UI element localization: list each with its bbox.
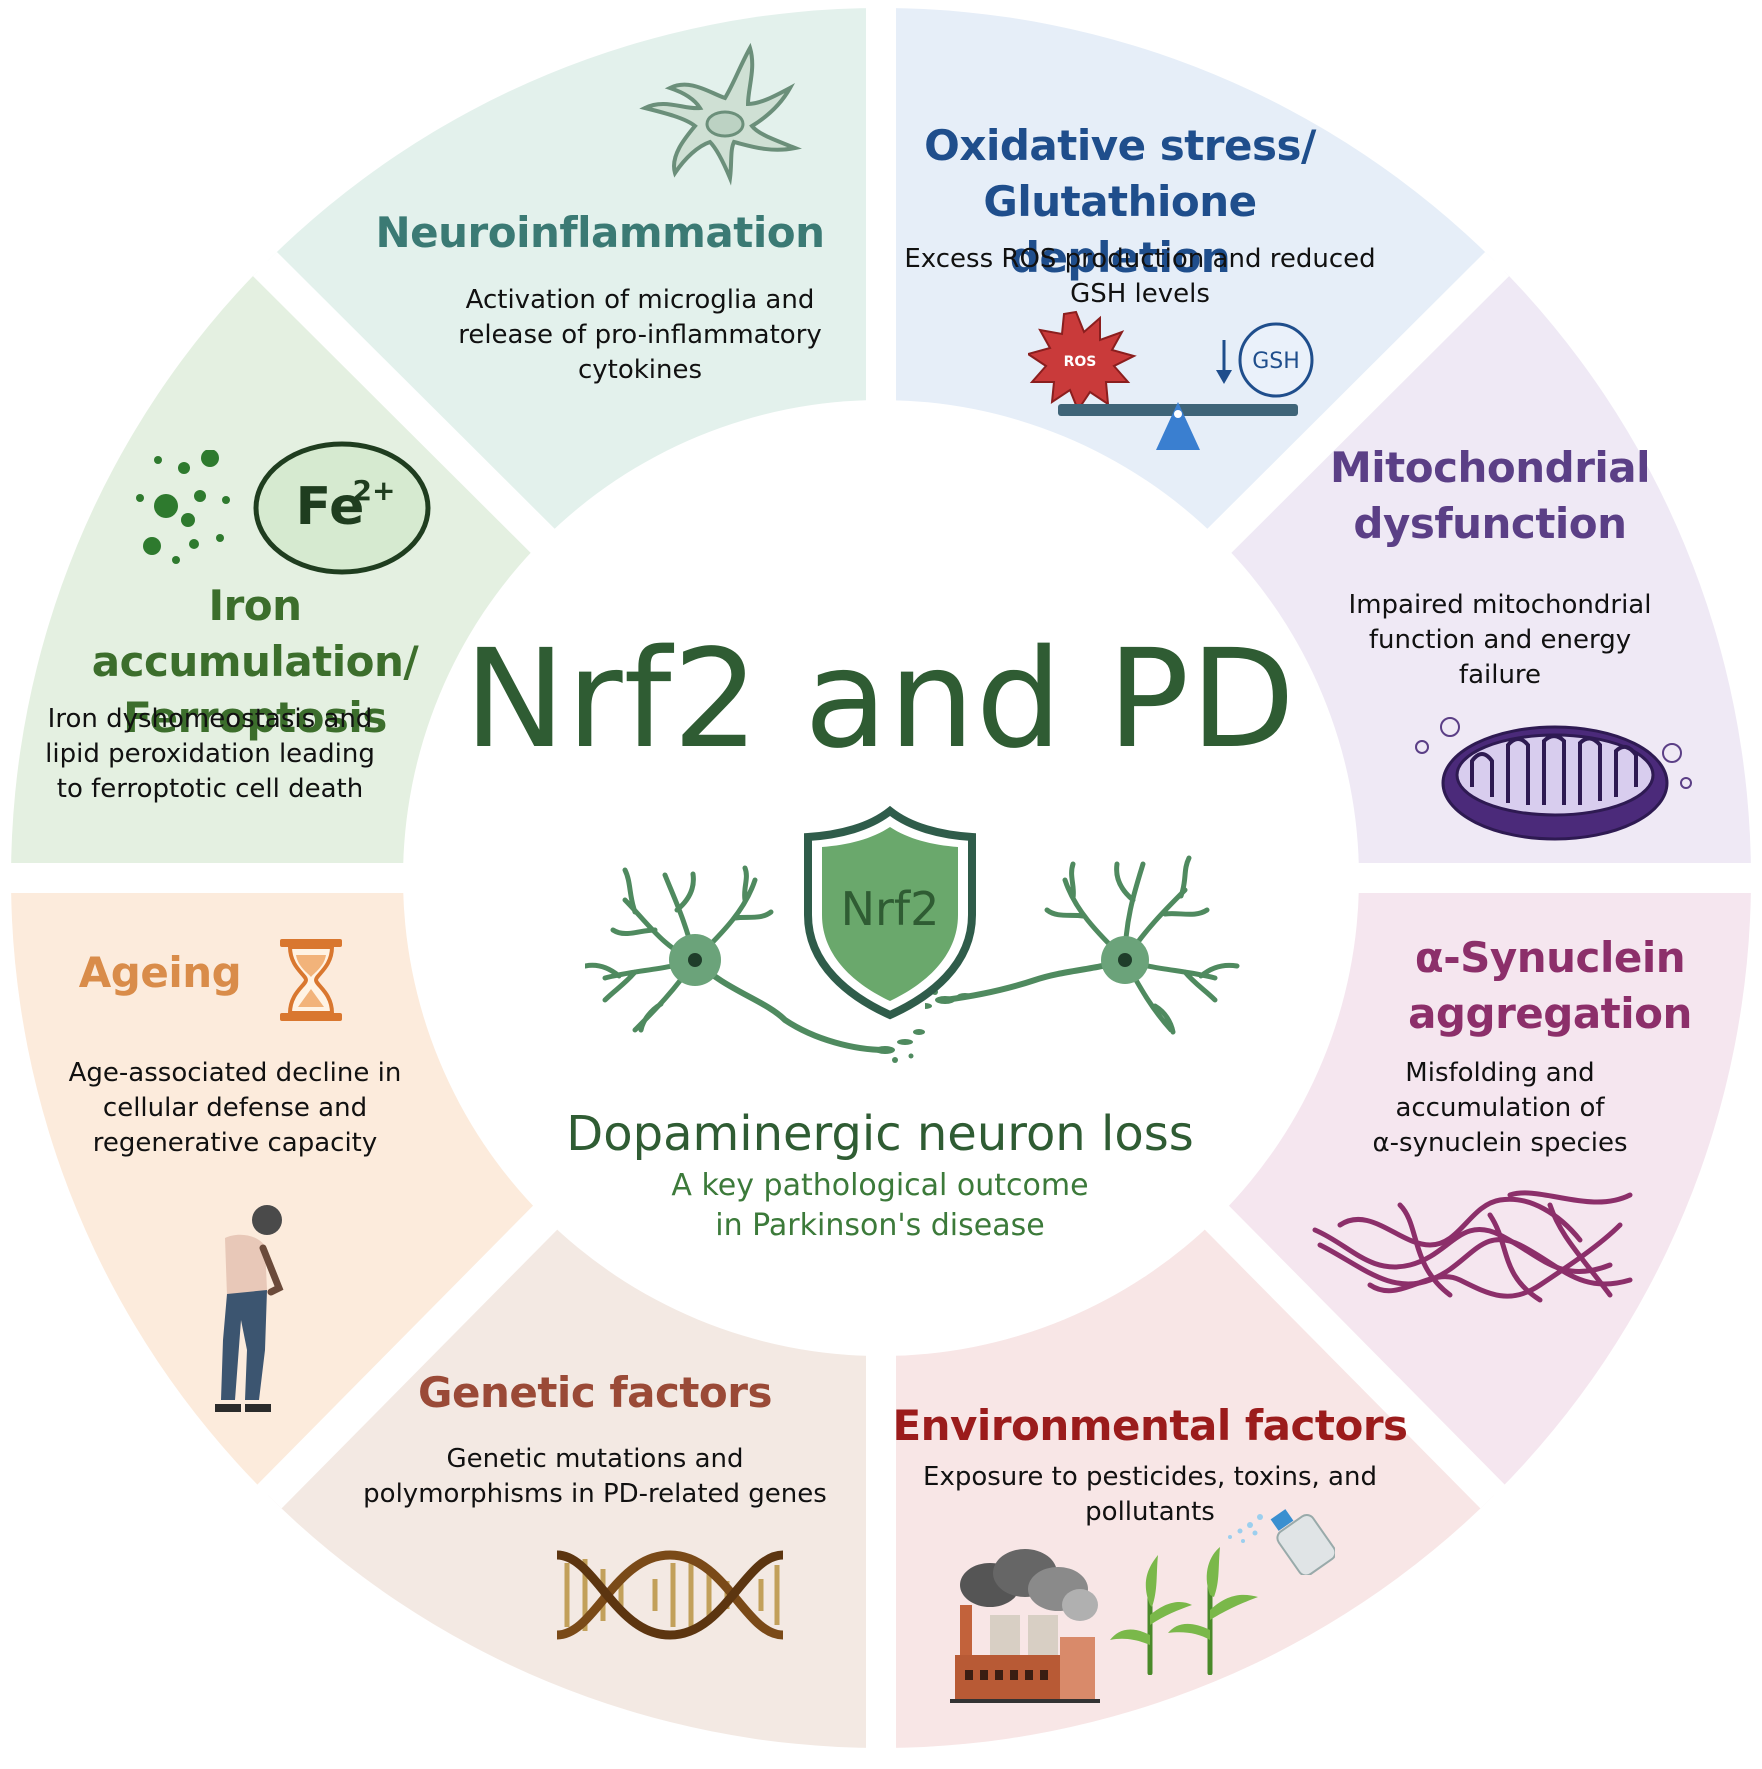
oxidative-title: Oxidative stress/ Glutathione depletion [890, 118, 1350, 286]
neuroinflammation-desc: Activation of microglia and release of p… [440, 283, 840, 388]
ageing-desc: Age-associated decline in cellular defen… [55, 1056, 415, 1161]
title-line: dysfunction [1353, 499, 1627, 548]
title-line: α-Synuclein [1414, 933, 1686, 982]
hourglass-icon [280, 939, 342, 1021]
title-line: aggregation [1408, 989, 1692, 1038]
desc-line: accumulation of [1395, 1093, 1605, 1123]
desc-line: Exposure to pesticides, toxins, and [923, 1462, 1377, 1492]
elderly-person-icon [215, 1205, 284, 1412]
neuroinflammation-title: Neuroinflammation [375, 208, 825, 257]
segment-environmental-bg [896, 878, 1751, 1748]
title-line: Glutathione depletion [983, 177, 1257, 282]
environmental-title: Environmental factors [892, 1401, 1408, 1450]
balance-scale-icon: ROS GSH [1028, 310, 1314, 450]
segment-neuroinflammation-bg [11, 8, 866, 878]
desc-line: polymorphisms in PD-related genes [363, 1479, 827, 1509]
mitochondrial-title: Mitochondrial dysfunction [1300, 440, 1680, 552]
genetic-title: Genetic factors [418, 1368, 773, 1417]
subtitle-line: A key pathological outcome [671, 1168, 1089, 1203]
segment-mitochondrial-bg [881, 8, 1751, 863]
title-line: Mitochondrial [1329, 443, 1651, 492]
title-line: Iron accumulation/ [91, 581, 419, 686]
desc-line: lipid peroxidation leading [45, 739, 375, 769]
synuclein-title: α-Synuclein aggregation [1360, 930, 1740, 1042]
desc-line: to ferroptotic cell death [56, 774, 364, 804]
iron-title: Iron accumulation/ Ferroptosis [40, 578, 470, 746]
ageing-title: Ageing [78, 948, 242, 997]
fe-label: Fe [296, 477, 365, 537]
crop-plants-icon [1110, 1547, 1258, 1675]
factory-pollution-icon [950, 1549, 1100, 1703]
desc-line: pollutants [1085, 1497, 1215, 1527]
main-title: Nrf2 and PD [463, 621, 1297, 779]
synuclein-fibril-icon [1312, 1190, 1633, 1303]
iron-desc: Iron dyshomeostasis and lipid peroxidati… [30, 702, 390, 807]
desc-line: Iron dyshomeostasis and [47, 704, 373, 734]
fe-ion-icon: Fe 2+ [253, 441, 431, 575]
desc-line: function and energy [1368, 625, 1632, 655]
desc-line: α-synuclein species [1372, 1128, 1628, 1158]
desc-line: Genetic mutations and [446, 1444, 744, 1474]
segment-ageing-bg [11, 893, 881, 1748]
outcome-title: Dopaminergic neuron loss [566, 1106, 1194, 1162]
gsh-label: GSH [1252, 349, 1300, 374]
microglia-icon [639, 42, 802, 186]
neuron-right-icon [925, 855, 1240, 1035]
desc-line: Excess ROS production and reduced [904, 244, 1376, 274]
title-line: Oxidative stress/ [924, 121, 1316, 170]
desc-line: Activation of microglia and [465, 285, 815, 315]
desc-line: cytokines [577, 355, 703, 385]
desc-line: regenerative capacity [92, 1128, 378, 1158]
segment-oxidative-bg [896, 8, 1751, 878]
pesticide-spray-icon [1228, 1509, 1335, 1575]
fe-charge: 2+ [353, 474, 396, 507]
dna-helix-icon [556, 1550, 784, 1640]
shield-label: Nrf2 [841, 882, 940, 936]
title-line: Ferroptosis [123, 693, 387, 742]
segment-synuclein-bg [881, 893, 1751, 1748]
gsh-circle-icon [1238, 322, 1314, 398]
environmental-desc: Exposure to pesticides, toxins, and poll… [890, 1460, 1410, 1530]
desc-line: GSH levels [1070, 279, 1210, 309]
desc-line: Impaired mitochondrial [1348, 590, 1652, 620]
desc-line: release of pro-inflammatory [458, 320, 822, 350]
outcome-subtitle: A key pathological outcome in Parkinson'… [530, 1166, 1230, 1246]
synuclein-desc: Misfolding and accumulation of α-synucle… [1320, 1056, 1680, 1161]
desc-line: Misfolding and [1405, 1058, 1595, 1088]
segment-iron-bg [11, 8, 881, 863]
ros-label: ROS [1064, 354, 1097, 370]
desc-line: Age-associated decline in [68, 1058, 402, 1088]
desc-line: failure [1458, 660, 1542, 690]
segment-genetic-bg [11, 878, 866, 1748]
neuron-left-icon [585, 865, 925, 1063]
mitochondrion-icon [1415, 717, 1692, 841]
shield-icon: Nrf2 [804, 805, 976, 1020]
genetic-desc: Genetic mutations and polymorphisms in P… [355, 1442, 835, 1512]
ros-burst-icon [1028, 310, 1137, 413]
oxidative-desc: Excess ROS production and reduced GSH le… [900, 242, 1380, 312]
iron-particles-icon [136, 450, 230, 564]
subtitle-line: in Parkinson's disease [715, 1208, 1045, 1243]
mitochondrial-desc: Impaired mitochondrial function and ener… [1320, 588, 1680, 693]
desc-line: cellular defense and [102, 1093, 368, 1123]
